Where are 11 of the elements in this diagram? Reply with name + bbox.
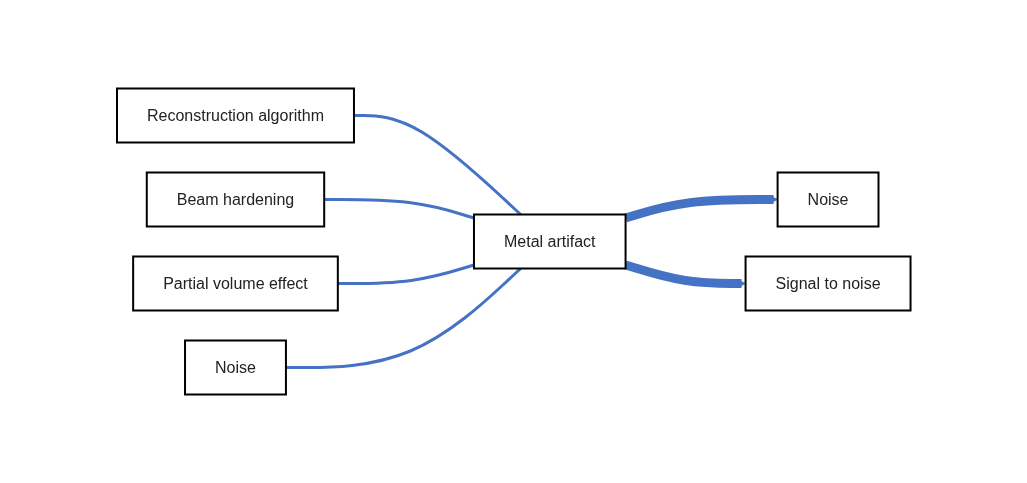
node-box: Signal to noise <box>744 255 912 312</box>
connector <box>337 263 475 285</box>
arrow <box>623 195 778 223</box>
connector <box>353 114 522 216</box>
node-box: Noise <box>183 339 287 396</box>
node-box: Reconstruction algorithm <box>115 87 355 144</box>
node-box: Metal artifact <box>472 213 627 270</box>
node-box: Noise <box>776 171 880 228</box>
node-box: Partial volume effect <box>131 255 339 312</box>
connector <box>285 267 522 369</box>
node-box: Beam hardening <box>145 171 325 228</box>
